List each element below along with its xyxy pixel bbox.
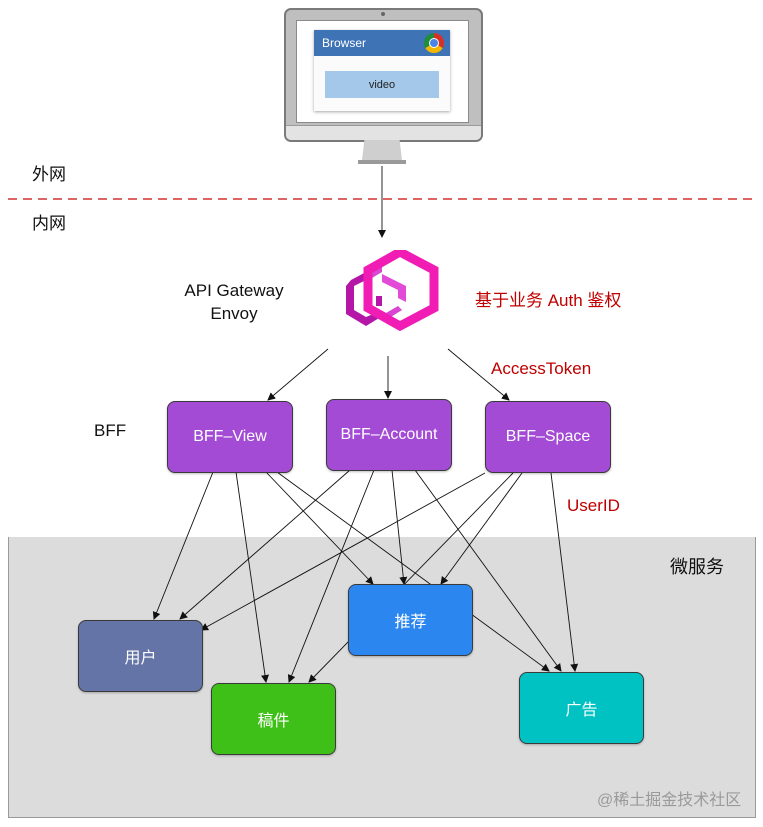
edge-bff-account-to-recommend xyxy=(391,469,408,585)
edge-gateway-to-bff-view xyxy=(267,348,329,401)
edge-bff-space-to-user xyxy=(200,472,486,631)
browser-title-bar: Browser xyxy=(314,30,450,56)
bff-view-node: BFF–View xyxy=(167,401,293,473)
auth-note: 基于业务 Auth 鉴权 xyxy=(475,291,622,310)
edge-bff-account-to-article xyxy=(287,469,375,683)
access-token-note: AccessToken xyxy=(491,359,592,378)
bff-space-node: BFF–Space xyxy=(485,401,611,473)
gateway-title-line2: Envoy xyxy=(210,304,258,323)
bff-label: BFF xyxy=(94,421,127,440)
ads-service-node: 广告 xyxy=(519,672,644,744)
gateway-title-line1: API Gateway xyxy=(184,281,284,300)
external-network-label: 外网 xyxy=(32,165,66,184)
edge-bff-view-to-user xyxy=(152,471,214,620)
edge-bff-view-to-ads xyxy=(276,471,550,672)
client-monitor: Browser video xyxy=(284,8,483,142)
video-content: video xyxy=(325,71,439,98)
recommend-service-node: 推荐 xyxy=(348,584,473,656)
monitor-stand xyxy=(362,140,402,160)
bff-account-node: BFF–Account xyxy=(326,399,452,471)
edge-bff-space-to-ads xyxy=(550,472,579,672)
article-service-node: 稿件 xyxy=(211,683,336,755)
edge-bff-space-to-article xyxy=(308,472,514,683)
gateway-title: API Gateway Envoy xyxy=(180,281,288,324)
userid-note: UserID xyxy=(567,496,620,515)
microservices-label: 微服务 xyxy=(670,557,724,577)
monitor-chin xyxy=(286,125,481,140)
edge-bff-view-to-article xyxy=(235,471,269,683)
monitor-foot xyxy=(358,160,406,164)
browser-title: Browser xyxy=(322,36,367,50)
edge-bff-space-to-recommend xyxy=(440,472,523,585)
camera-dot xyxy=(381,12,385,16)
browser-window: Browser video xyxy=(314,30,450,111)
edge-bff-view-to-recommend xyxy=(265,471,374,585)
edge-bff-account-to-user xyxy=(179,469,351,620)
user-service-node: 用户 xyxy=(78,620,203,692)
internal-network-label: 内网 xyxy=(32,214,66,233)
envoy-logo-icon xyxy=(346,250,439,332)
edge-group xyxy=(152,166,579,683)
chrome-icon xyxy=(424,33,444,53)
watermark: @稀土掘金技术社区 xyxy=(597,792,742,809)
edge-gateway-to-bff-space xyxy=(447,348,510,401)
edge-bff-account-to-ads xyxy=(414,469,562,672)
